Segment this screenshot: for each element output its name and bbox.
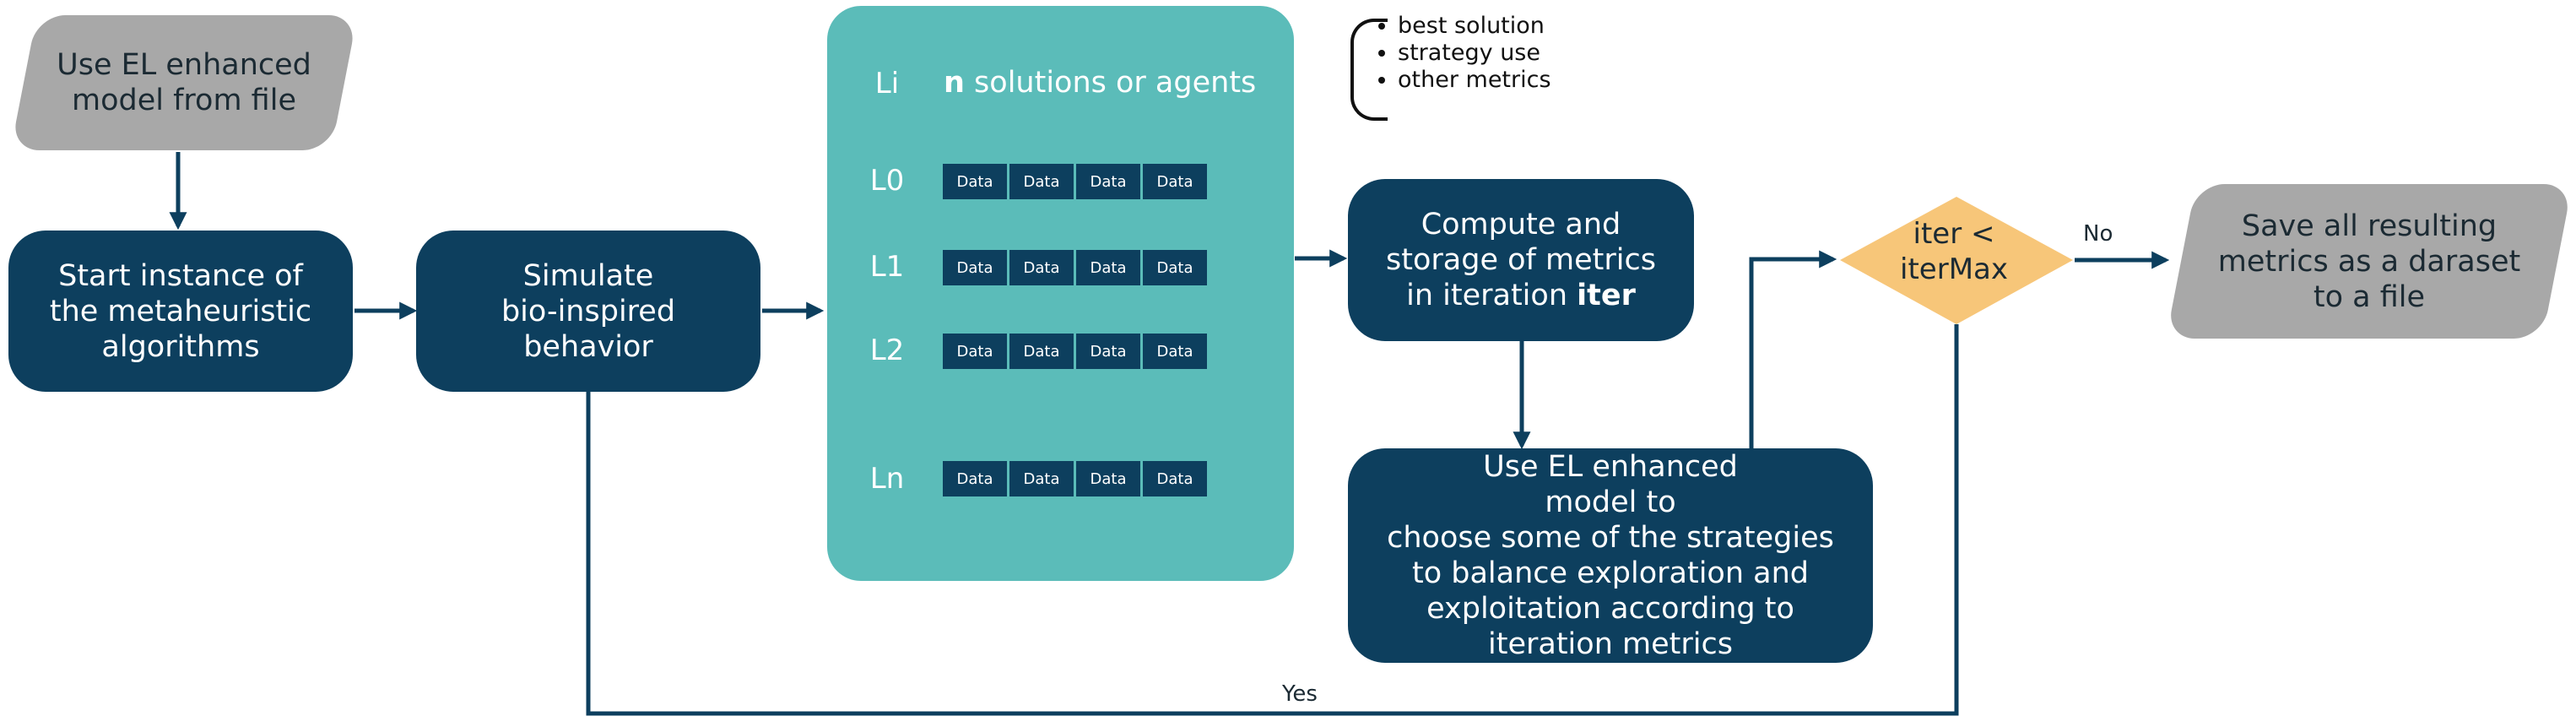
arrow-use-model-to-decision [1749,250,1837,448]
solutions-count: n [944,66,965,100]
compute-metrics-node: Compute and storage of metrics in iterat… [1348,179,1694,341]
data-cell: Data [1009,250,1074,285]
start-instance-node: Start instance of the metaheuristic algo… [8,231,353,392]
data-cell: Data [1143,250,1207,285]
start-instance-label: Start instance of the metaheuristic algo… [49,258,312,364]
edge-label-no: No [2083,221,2113,247]
solutions-text: solutions or agents [964,66,1257,100]
input-model-node: Use EL enhanced model from file [10,15,358,150]
data-cell: Data [1009,164,1074,199]
data-cell: Data [943,164,1007,199]
compute-metrics-label: Compute and storage of metrics in iterat… [1386,207,1656,313]
data-cell: Data [943,461,1007,496]
data-cell: Data [1009,334,1074,369]
compute-iter-bold: iter [1577,279,1636,312]
data-cell: Data [1076,334,1140,369]
compute-metrics-text: Compute and storage of metrics in iterat… [1386,208,1656,312]
data-cell: Data [1009,461,1074,496]
row-cells-l1: Data Data Data Data [943,250,1207,285]
data-cell: Data [1076,250,1140,285]
output-save-node: Save all resulting metrics as a daraset … [2166,184,2573,339]
metrics-list-item: strategy use [1398,40,1551,67]
use-model-label: Use EL enhanced model to choose some of … [1387,450,1834,661]
row-label-l0: L0 [869,164,905,198]
population-header-label: Li [874,67,900,100]
row-label-ln: Ln [869,462,905,496]
row-label-l2: L2 [869,334,905,367]
input-model-label: Use EL enhanced model from file [57,48,311,117]
data-cell: Data [1076,164,1140,199]
data-cell: Data [1143,334,1207,369]
data-cell: Data [1143,164,1207,199]
metrics-list-item: best solution [1398,13,1551,40]
row-cells-ln: Data Data Data Data [943,461,1207,496]
row-cells-l2: Data Data Data Data [943,334,1207,369]
data-cell: Data [943,250,1007,285]
metrics-list: best solution strategy use other metrics [1379,13,1551,94]
simulate-behavior-label: Simulate bio-inspired behavior [501,258,676,364]
metrics-list-item: other metrics [1398,67,1551,94]
output-save-label: Save all resulting metrics as a daraset … [2217,209,2521,314]
row-cells-l0: Data Data Data Data [943,164,1207,199]
brace-bracket [1350,19,1388,121]
loop-yes-back-to-simulate [586,324,1959,716]
row-label-l1: L1 [869,250,905,284]
decision-diamond [1840,197,2073,324]
use-model-node: Use EL enhanced model to choose some of … [1348,448,1873,663]
data-cell: Data [1143,461,1207,496]
data-cell: Data [1076,461,1140,496]
edge-label-yes: Yes [1282,681,1318,707]
solutions-label: n solutions or agents [944,66,1256,100]
simulate-behavior-node: Simulate bio-inspired behavior [416,231,760,392]
data-cell: Data [943,334,1007,369]
decision-label: iter < iterMax [1900,217,2008,286]
